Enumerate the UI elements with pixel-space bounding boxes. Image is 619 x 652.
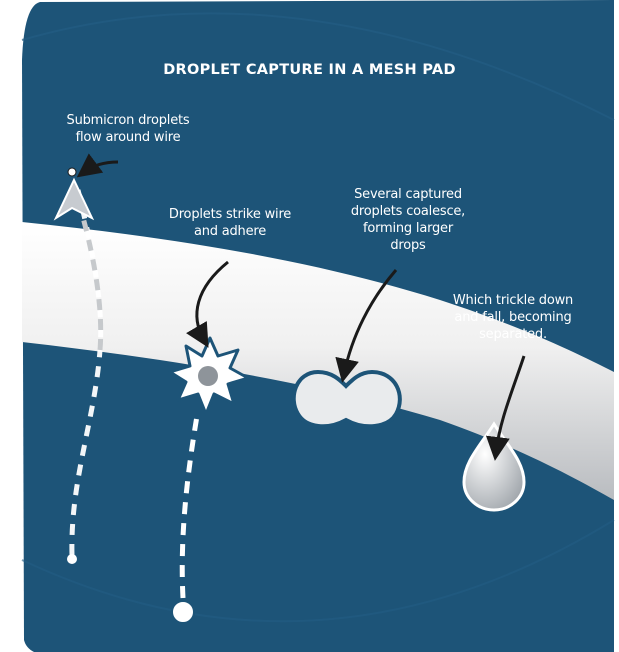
submicron-start-dot xyxy=(67,554,77,564)
arrow-to-drop xyxy=(485,355,526,461)
arrow-to-submicron-droplet xyxy=(76,153,119,178)
submicron-flow-path xyxy=(69,189,104,556)
submicron-arrowhead xyxy=(53,177,95,221)
falling-drop-icon xyxy=(462,421,526,512)
wire xyxy=(22,222,614,500)
strike-flow-path xyxy=(179,409,201,599)
label-trickle: Which trickle down and fall, becoming se… xyxy=(452,293,574,342)
background-arc-1 xyxy=(21,12,615,121)
label-coalesce: Several captured droplets coalesce, form… xyxy=(350,187,466,253)
coalesced-droplets-icon xyxy=(291,369,402,429)
submicron-droplet xyxy=(67,167,77,177)
background-arc-2 xyxy=(21,519,615,623)
splash-center xyxy=(198,366,218,386)
arrow-to-splash xyxy=(186,260,229,348)
diagram-title: DROPLET CAPTURE IN A MESH PAD xyxy=(163,62,456,78)
label-strike: Droplets strike wire and adhere xyxy=(168,207,292,239)
arrow-to-coalesced xyxy=(335,269,398,383)
strike-start-dot xyxy=(171,600,195,624)
label-submicron: Submicron droplets flow around wire xyxy=(66,113,190,145)
